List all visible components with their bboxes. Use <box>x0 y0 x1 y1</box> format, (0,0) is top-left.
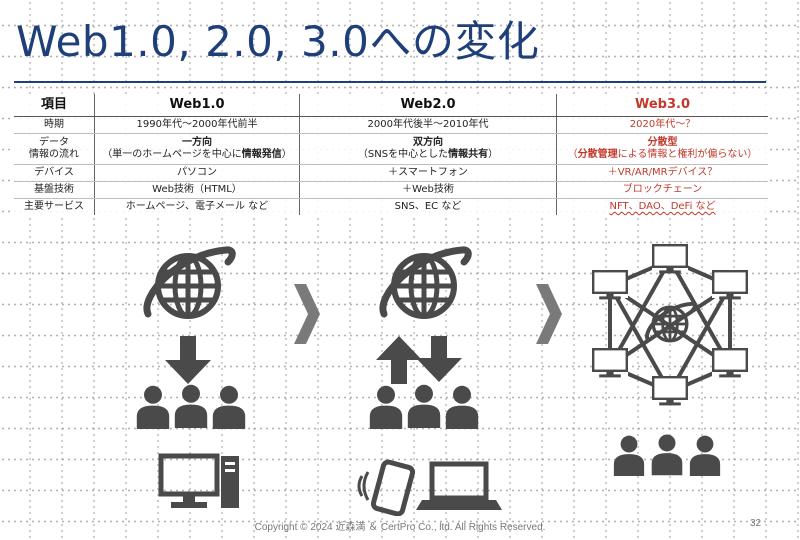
web3-illustration <box>592 244 748 476</box>
flow-sub-bold: 情報発信 <box>241 149 282 160</box>
footer-copyright: Copyright © 2024 近森満 ＆ CertPro Co., ltd.… <box>254 522 546 533</box>
flow-main: 分散型 <box>647 137 678 148</box>
flow-sub: （分散管理による情報と権利が偏らない） <box>559 149 766 161</box>
cell-web3: NFT、DAO、DeFi など <box>557 199 769 216</box>
cell-web3: ＋VR/AR/MRデバイス？ <box>556 164 768 182</box>
flow-main: 一方向 <box>182 137 212 148</box>
web1-illustration <box>136 236 246 508</box>
header-web3: Web3.0 <box>556 94 768 117</box>
chevron-right-icon <box>536 284 562 344</box>
page-title: Web1.0, 2.0, 3.0への変化 <box>16 17 540 66</box>
cell-web1: Web技術（HTML） <box>94 181 300 199</box>
cell-web1: パソコン <box>94 164 300 182</box>
cell-web1: 1990年代～2000年代前半 <box>94 116 300 134</box>
header-web1: Web1.0 <box>94 94 300 117</box>
network-node-icon <box>712 348 748 378</box>
row-label: 主要サービス <box>14 198 95 215</box>
row-label-line1: データ <box>39 137 69 148</box>
service-web3-text: NFT、DAO、DeFi など <box>609 201 716 212</box>
flow-sub-bold: 分散管理 <box>577 149 618 160</box>
network-node-icon <box>592 348 628 378</box>
cell-web2: ＋Web技術 <box>299 181 557 199</box>
comparison-table: 項目 Web1.0 Web2.0 Web3.0 時期 1990年代～2000年代… <box>14 94 768 215</box>
header-label: 項目 <box>14 94 95 117</box>
row-label: データ 情報の流れ <box>14 133 95 165</box>
globe-icon <box>383 250 468 316</box>
arrow-down-icon <box>165 336 211 384</box>
cell-web2: SNS、EC など <box>299 198 557 215</box>
flow-sub-text: （単一のホームページを中心に <box>102 149 242 160</box>
flow-sub: （単一のホームページを中心に情報発信） <box>97 149 297 161</box>
page-number: 32 <box>750 518 762 529</box>
smartphone-icon <box>357 459 416 516</box>
network-node-icon <box>712 270 748 300</box>
cell-web3: ブロックチェーン <box>556 181 768 199</box>
table-row-tech: 基盤技術 Web技術（HTML） ＋Web技術 ブロックチェーン <box>14 181 768 199</box>
cell-web1: 一方向 （単一のホームページを中心に情報発信） <box>94 133 300 165</box>
row-label: 基盤技術 <box>14 181 95 199</box>
cell-web2: ＋スマートフォン <box>299 164 557 182</box>
cell-web1: ホームページ、電子メール など <box>94 198 300 215</box>
cell-web3: 分散型 （分散管理による情報と権利が偏らない） <box>556 133 768 165</box>
web2-illustration <box>357 236 502 516</box>
flow-sub-bold: 情報共有 <box>448 149 489 160</box>
laptop-icon <box>416 461 502 510</box>
network-node-icon <box>652 376 688 406</box>
flow-main: 双方向 <box>413 137 443 148</box>
flow-sub-text: による情報と権利が偏らない） <box>617 149 758 160</box>
flow-sub-text: （ <box>567 149 578 160</box>
arrow-up-icon <box>376 336 422 384</box>
network-node-icon <box>592 270 628 300</box>
network-node-icon <box>652 244 688 274</box>
row-label: デバイス <box>14 164 95 182</box>
table-row-flow: データ 情報の流れ 一方向 （単一のホームページを中心に情報発信） 双方向 （S… <box>14 133 768 165</box>
people-group-icon <box>369 384 479 429</box>
flow-sub: （SNSを中心とした情報共有） <box>302 149 554 161</box>
table-row-service: 主要サービス ホームページ、電子メール など SNS、EC など NFT、DAO… <box>14 198 769 216</box>
flow-sub-text: ） <box>281 149 292 160</box>
people-group-icon <box>613 434 721 476</box>
desktop-pc-icon <box>158 453 239 508</box>
header-web2: Web2.0 <box>299 94 557 117</box>
cell-web3: 2020年代～？ <box>556 116 768 134</box>
table-header-row: 項目 Web1.0 Web2.0 Web3.0 <box>14 94 768 117</box>
cell-web2: 2000年代後半～2010年代 <box>299 116 557 134</box>
globe-icon <box>147 250 232 316</box>
people-group-icon <box>136 384 246 429</box>
flow-sub-text: ） <box>488 149 499 160</box>
table-row-period: 時期 1990年代～2000年代前半 2000年代後半～2010年代 2020年… <box>14 116 768 134</box>
arrow-down-icon <box>416 336 462 382</box>
table-row-device: デバイス パソコン ＋スマートフォン ＋VR/AR/MRデバイス？ <box>14 164 768 182</box>
chevron-right-icon <box>294 284 320 344</box>
flow-sub-text: （SNSを中心とした <box>357 149 449 160</box>
row-label: 時期 <box>14 116 95 134</box>
cell-web2: 双方向 （SNSを中心とした情報共有） <box>299 133 557 165</box>
title-underline <box>14 81 766 83</box>
row-label-line2: 情報の流れ <box>29 149 79 160</box>
